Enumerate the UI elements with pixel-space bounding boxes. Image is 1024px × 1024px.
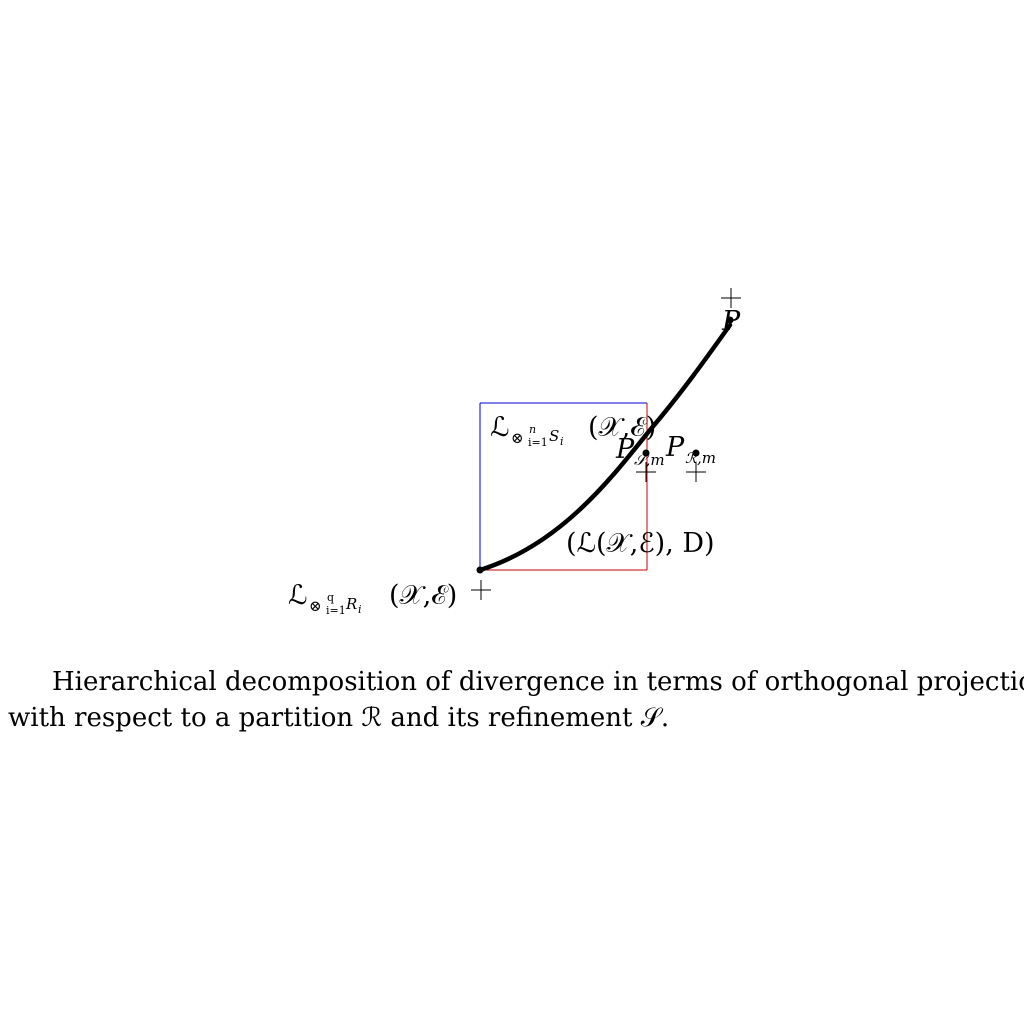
label-p-s-main: P <box>615 434 635 465</box>
label-product-r-main: ℒ <box>288 580 307 611</box>
label-product-s-sup: n <box>529 423 536 436</box>
label-product-s-idx: i=1 <box>528 436 548 449</box>
label-product-s: ℒ ⊗ n i=1 S i (𝒳,ℰ) <box>490 412 656 449</box>
label-product-s-main: ℒ <box>490 412 509 443</box>
label-product-s-var-idx: i <box>560 435 564 448</box>
origin-point <box>476 566 484 574</box>
label-p: P <box>721 306 741 337</box>
point-p-r <box>692 449 700 457</box>
label-product-r-var-idx: i <box>358 603 362 616</box>
plus-marker-p-s <box>636 462 656 482</box>
figure-caption: Hierarchical decomposition of divergence… <box>8 664 1024 736</box>
label-p-r: P ℛ,m <box>665 432 716 467</box>
caption-line-1: Hierarchical decomposition of divergence… <box>52 667 1024 697</box>
plus-marker-p-r <box>686 462 706 482</box>
label-product-r-args: (𝒳,ℰ) <box>389 580 457 611</box>
label-product-s-args: (𝒳,ℰ) <box>588 412 656 443</box>
point-p <box>726 316 734 324</box>
caption-line-2: with respect to a partition ℛ and its re… <box>8 703 670 733</box>
projection-curve <box>477 322 733 573</box>
label-p-s-sub: 𝒮,m <box>634 451 665 469</box>
label-p-r-sub: ℛ,m <box>685 449 716 467</box>
label-p-s: P 𝒮,m <box>615 434 665 469</box>
label-product-s-otimes: ⊗ <box>511 429 524 447</box>
label-product-s-var: S <box>549 427 559 445</box>
plus-marker-p <box>721 288 741 308</box>
label-product-r-sup: q <box>327 591 334 604</box>
label-product-r-otimes: ⊗ <box>309 597 322 615</box>
plus-marker-origin <box>471 580 491 600</box>
label-p-r-main: P <box>665 432 685 463</box>
point-p-s <box>642 449 650 457</box>
label-space: (ℒ(𝒳,ℰ), D) <box>566 528 715 559</box>
label-product-r: ℒ ⊗ q i=1 R i (𝒳,ℰ) <box>288 580 457 617</box>
label-product-r-idx: i=1 <box>326 604 346 617</box>
label-product-r-var: R <box>345 595 357 613</box>
